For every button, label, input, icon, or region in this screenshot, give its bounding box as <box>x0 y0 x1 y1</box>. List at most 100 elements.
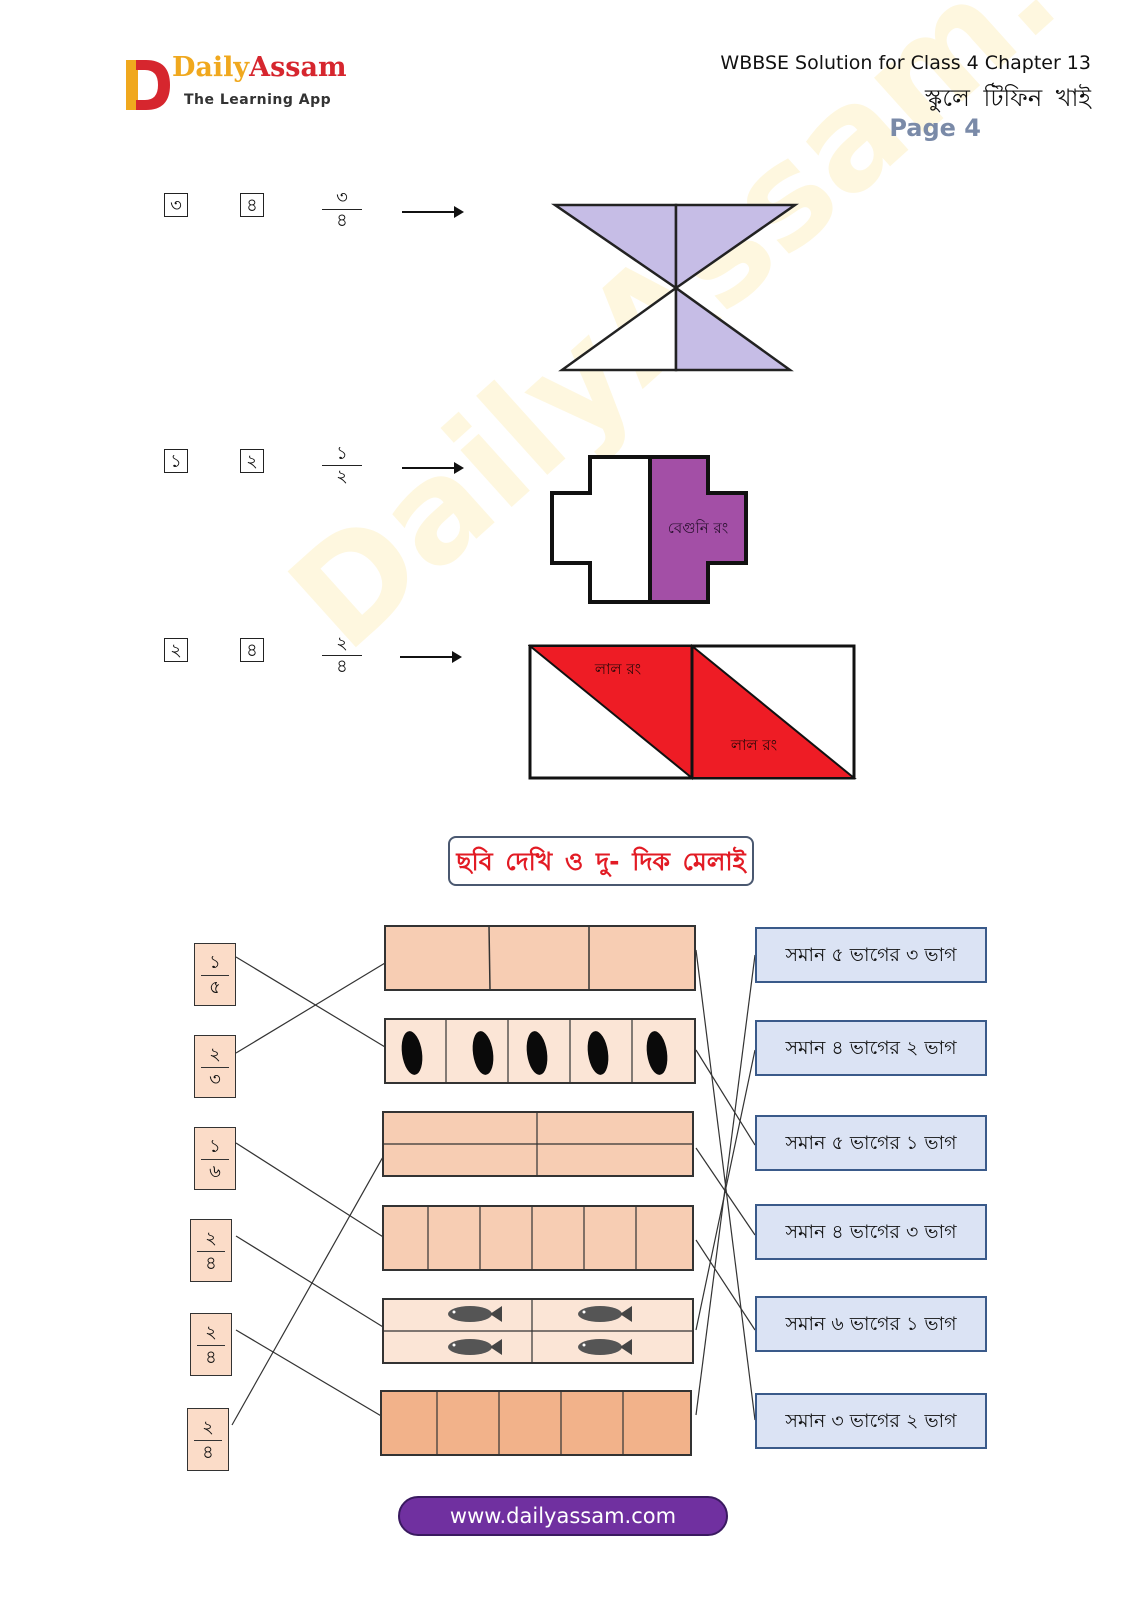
left-fraction-num: ১ <box>209 1136 221 1157</box>
seed-icon <box>401 1031 423 1075</box>
fraction-denominator: ৪ <box>336 656 348 677</box>
right-label-box: সমান ৬ ভাগের ১ ভাগ <box>755 1296 987 1352</box>
left-fraction-num: ২ <box>205 1228 217 1249</box>
seed-icon <box>646 1031 668 1075</box>
bar-seeds <box>384 1018 696 1084</box>
fraction-denominator: ৪ <box>336 210 348 231</box>
hourglass-bottom-right <box>674 285 794 372</box>
left-fraction-box: ২ ৪ <box>187 1408 229 1471</box>
bar-fish <box>382 1298 694 1364</box>
rectangle-figure: লাল রং লাল রং <box>528 644 857 781</box>
seed-icon <box>472 1031 494 1075</box>
arrow-icon <box>402 206 464 218</box>
page-number: Page 4 <box>889 114 981 142</box>
right-label-box: সমান ৪ ভাগের ৩ ভাগ <box>755 1204 987 1260</box>
brand-tagline: The Learning App <box>184 92 332 108</box>
arrow-icon <box>402 462 464 474</box>
left-fraction-num: ২ <box>205 1322 217 1343</box>
fraction-bar <box>322 655 362 656</box>
left-fraction-box: ২ ৪ <box>190 1219 232 1282</box>
logo-d-icon <box>126 60 170 110</box>
fraction-bar <box>201 975 229 976</box>
right-label-box: সমান ৫ ভাগের ৩ ভাগ <box>755 927 987 983</box>
fraction-numerator: ১ <box>336 443 348 464</box>
cross-right-half <box>648 455 748 604</box>
fraction-numerator: ২ <box>336 633 348 654</box>
denominator-box: ৪ <box>240 193 264 217</box>
left-fraction-num: ২ <box>209 1044 221 1065</box>
bar-sixths <box>382 1205 694 1271</box>
fill-label: বেগুনি রং <box>668 519 728 537</box>
right-label-box: সমান ৩ ভাগের ২ ভাগ <box>755 1393 987 1449</box>
numerator-box: ১ <box>164 449 188 473</box>
fish-icon <box>448 1339 502 1355</box>
fill-label: লাল রং <box>730 736 777 754</box>
match-line <box>235 1329 389 1421</box>
denominator-box: ২ <box>240 449 264 473</box>
right-label-box: সমান ৫ ভাগের ১ ভাগ <box>755 1115 987 1171</box>
bar-outline <box>380 1390 692 1456</box>
seed-icon <box>587 1031 609 1075</box>
brand-daily: Daily <box>172 52 250 83</box>
fish-icon <box>578 1306 632 1322</box>
bar-fifths <box>380 1390 692 1456</box>
bar-quarters <box>382 1111 694 1177</box>
left-fraction-box: ১ ৬ <box>194 1127 236 1190</box>
cross-figure: বেগুনি রং <box>550 455 748 604</box>
bar-outline <box>382 1205 694 1271</box>
left-fraction-den: ৪ <box>205 1253 217 1274</box>
bar-outline <box>384 925 696 991</box>
doc-title: WBBSE Solution for Class 4 Chapter 13 <box>720 52 1091 74</box>
fraction-bar <box>322 209 362 210</box>
match-line <box>235 959 391 1054</box>
fish-icon <box>578 1339 632 1355</box>
doc-subtitle: স্কুলে টিফিন খাই <box>925 84 1091 112</box>
fraction-bar <box>322 465 362 466</box>
fraction-bar <box>194 1440 222 1441</box>
numerator-box: ৩ <box>164 193 188 217</box>
left-fraction-num: ২ <box>202 1417 214 1438</box>
left-fraction-den: ৬ <box>209 1161 221 1182</box>
seed-icon <box>526 1031 548 1075</box>
match-line <box>235 956 391 1051</box>
right-label-box: সমান ৪ ভাগের ২ ভাগ <box>755 1020 987 1076</box>
fraction: ৩ ৪ <box>320 188 364 231</box>
left-fraction-box: ২ ৪ <box>190 1313 232 1376</box>
left-fraction-den: ৪ <box>202 1442 214 1463</box>
left-fraction-box: ২ ৩ <box>194 1035 236 1098</box>
fraction-numerator: ৩ <box>336 187 348 208</box>
fraction-bar <box>201 1067 229 1068</box>
match-line <box>231 1147 389 1426</box>
fraction: ২ ৪ <box>320 634 364 677</box>
left-fraction-box: ১ ৫ <box>194 943 236 1006</box>
website-link[interactable]: www.dailyassam.com <box>398 1496 728 1536</box>
hourglass-figure <box>550 203 799 372</box>
fraction-bar <box>201 1159 229 1160</box>
fraction: ১ ২ <box>320 444 364 487</box>
arrow-icon <box>400 651 462 663</box>
match-line <box>695 1049 756 1331</box>
fraction-bar <box>197 1251 225 1252</box>
left-fraction-den: ৪ <box>205 1347 217 1368</box>
bar-thirds <box>384 925 696 991</box>
brand-assam: Assam <box>249 52 347 83</box>
cross-left-half <box>550 455 652 604</box>
section-title: ছবি দেখি ও দু- দিক মেলাই <box>448 836 754 886</box>
match-line <box>695 1049 756 1146</box>
left-fraction-num: ১ <box>209 952 221 973</box>
fill-label: লাল রং <box>594 660 641 678</box>
match-line <box>695 954 756 1416</box>
denominator-box: ৪ <box>240 638 264 662</box>
brand-name: DailyAssam <box>172 52 347 83</box>
hourglass-top-right <box>674 203 799 291</box>
match-line <box>235 1142 389 1241</box>
left-fraction-den: ৩ <box>209 1069 221 1090</box>
numerator-box: ২ <box>164 638 188 662</box>
bar-divider <box>488 925 491 991</box>
left-fraction-den: ৫ <box>209 977 221 998</box>
fish-icon <box>448 1306 502 1322</box>
fraction-denominator: ২ <box>336 466 348 487</box>
fraction-bar <box>197 1345 225 1346</box>
match-line <box>695 1239 756 1331</box>
